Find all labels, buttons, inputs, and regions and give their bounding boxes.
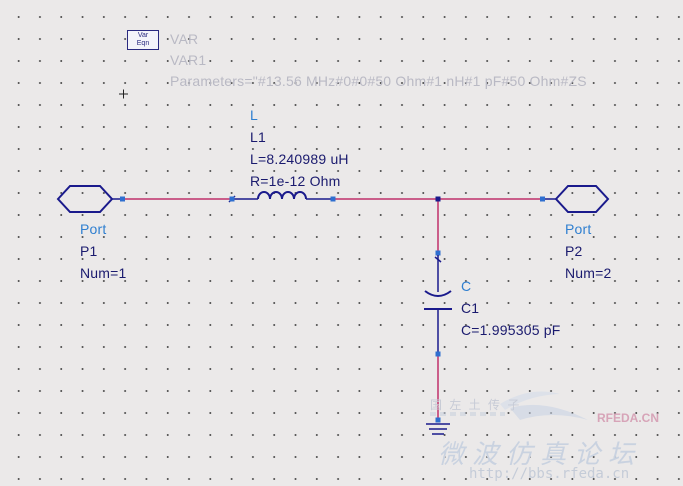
watermark-top-text: 国 左 土 传 子: [430, 398, 522, 412]
capacitor-value: C=1.995305 pF: [461, 322, 561, 338]
var-type-label: VAR: [170, 31, 199, 47]
port2-instance-name: P2: [565, 243, 583, 259]
var-icon-text-line1: Var: [137, 32, 149, 39]
var-equation-icon[interactable]: Var Eqn: [127, 30, 159, 50]
port1-instance-name: P1: [80, 243, 98, 259]
junction-node[interactable]: [435, 196, 441, 202]
port2-type-label: Port: [565, 221, 592, 237]
watermark-chinese-title: 微波仿真论坛: [438, 440, 643, 470]
capacitor-type-label: C: [461, 278, 472, 294]
watermark-brand: RFEDA.CN: [597, 411, 659, 425]
watermark-wing-icon: [430, 391, 588, 420]
port2-num: Num=2: [565, 265, 612, 281]
port1-symbol[interactable]: [56, 185, 125, 213]
cursor-crosshair-icon: [119, 89, 128, 99]
watermark-url: http://bbs.rfeda.cn: [469, 466, 630, 482]
capacitor-symbol[interactable]: [424, 250, 452, 357]
ground-symbol[interactable]: [426, 417, 450, 435]
port1-num: Num=1: [80, 265, 127, 281]
capacitor-instance-name: C1: [461, 300, 480, 316]
inductor-instance-name: L1: [250, 129, 266, 145]
var-instance-name: VAR1: [170, 52, 207, 68]
port1-type-label: Port: [80, 221, 107, 237]
port2-symbol[interactable]: [540, 185, 610, 213]
var-icon-text-line2: Eqn: [136, 40, 150, 47]
inductor-symbol[interactable]: [228, 191, 336, 203]
inductor-value: L=8.240989 uH: [250, 151, 349, 167]
inductor-type-label: L: [250, 107, 258, 123]
inductor-resistance: R=1e-12 Ohm: [250, 173, 341, 189]
var-parameters: Parameters="#13.56 MHz#0#0#50 Ohm#1 nH#1…: [170, 73, 587, 89]
